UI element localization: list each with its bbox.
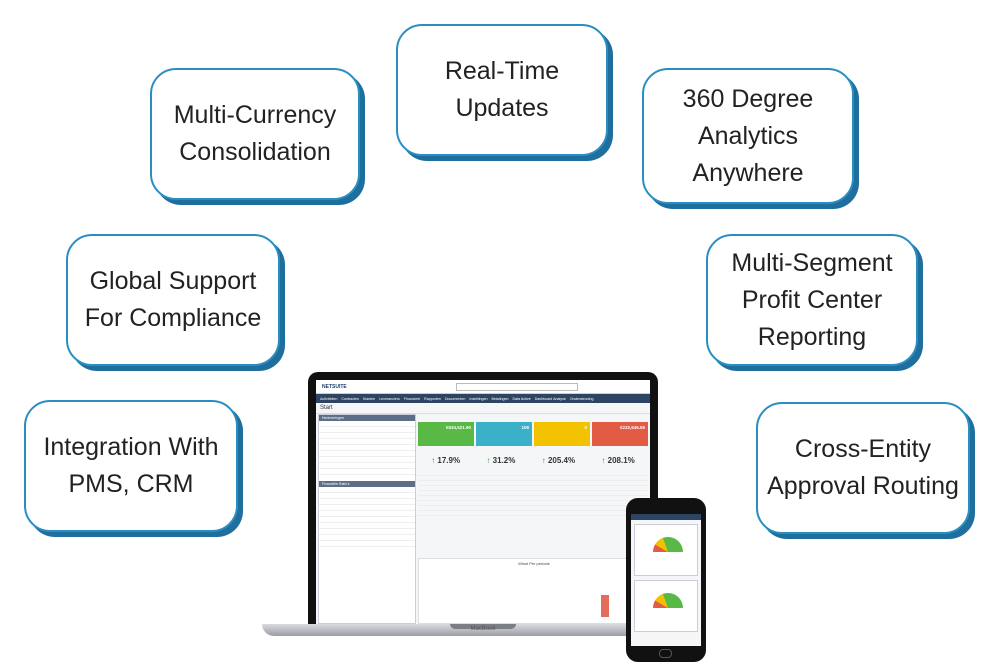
- table-row: [418, 501, 648, 506]
- app-header: NETSUITE: [316, 380, 650, 394]
- arrow-up-icon: ↑: [486, 456, 491, 465]
- nav-item: Data Active: [512, 396, 531, 401]
- phone-app-bar: [631, 514, 701, 520]
- feature-multi-segment: Multi-Segment Profit Center Reporting: [706, 234, 918, 366]
- arrow-up-icon: ↑: [431, 456, 436, 465]
- feature-real-time-text: Real-Time Updates: [444, 57, 560, 122]
- table-row: [418, 486, 648, 491]
- list-item: [319, 487, 415, 493]
- table-row: [418, 476, 648, 481]
- laptop-base: [262, 624, 704, 636]
- trend-chart: Winst Per periode: [418, 558, 650, 624]
- list-item: [319, 427, 415, 433]
- list-item: [319, 529, 415, 535]
- list-item: [319, 517, 415, 523]
- list-item: [319, 433, 415, 439]
- main-panel: €534,521.90 108 0 €232,646.55 ↑ 17.9% ↑ …: [418, 414, 650, 624]
- nav-item: Instellingen: [469, 396, 488, 401]
- tile-red: €232,646.55: [592, 422, 648, 446]
- list-item: [319, 493, 415, 499]
- chart-bar: [601, 595, 609, 617]
- kpi-value: ↑ 31.2%: [486, 456, 515, 465]
- table-row: [418, 491, 648, 496]
- table-row: [418, 481, 648, 486]
- laptop-screen: NETSUITE Activiteiten Contracten Klanten…: [308, 372, 658, 630]
- list-item: [319, 541, 415, 547]
- kpi-tiles: €534,521.90 108 0 €232,646.55: [418, 422, 648, 446]
- left-panel: Herinneringen Financiële Ratio's: [318, 414, 416, 624]
- list-item: [319, 499, 415, 505]
- data-table: [418, 471, 648, 516]
- list-item: [319, 445, 415, 451]
- list-item: [319, 505, 415, 511]
- nav-item: Betalingen: [491, 396, 509, 401]
- list-item: [319, 511, 415, 517]
- gauge-icon: [653, 537, 683, 552]
- list-item: [319, 439, 415, 445]
- tile-blue: 108: [476, 422, 532, 446]
- phone-device: [626, 498, 706, 662]
- list-item: [319, 463, 415, 469]
- nav-item: Leveranciers: [379, 396, 400, 401]
- feature-approval-text: Cross-Entity Approval Routing: [767, 435, 959, 500]
- table-row: [418, 511, 648, 516]
- feature-multi-currency-text: Multi-Currency Consolidation: [173, 101, 337, 166]
- nav-item: Ondersteuning: [569, 396, 594, 401]
- nav-item: Contracten: [341, 396, 359, 401]
- feature-analytics: 360 Degree Analytics Anywhere: [642, 68, 854, 204]
- feature-integration-text: Integration With PMS, CRM: [43, 433, 219, 498]
- list-item: [319, 451, 415, 457]
- laptop-notch: [450, 624, 516, 629]
- feature-integration: Integration With PMS, CRM: [24, 400, 238, 532]
- list-item: [319, 523, 415, 529]
- nav-bar: Activiteiten Contracten Klanten Leveranc…: [316, 394, 650, 403]
- nav-item: Financieel: [403, 396, 421, 401]
- phone-screen: [631, 514, 701, 646]
- kpi-text: 17.9%: [437, 456, 461, 465]
- kpi-row: ↑ 17.9% ↑ 31.2% ↑ 205.4% ↑ 208.1%: [418, 456, 648, 465]
- page-title: Start: [316, 403, 650, 414]
- nav-item: Documenten: [444, 396, 466, 401]
- laptop-brand: MacBook: [470, 626, 496, 632]
- list-item: [319, 469, 415, 475]
- nav-item: Dashboard Analyse: [534, 396, 566, 401]
- kpi-value: ↑ 17.9%: [431, 456, 460, 465]
- list-item: [319, 535, 415, 541]
- laptop-device: NETSUITE Activiteiten Contracten Klanten…: [262, 372, 704, 637]
- home-button: [659, 649, 672, 658]
- kpi-value: ↑ 205.4%: [542, 456, 575, 465]
- reminders-header: Herinneringen: [319, 415, 415, 421]
- kpi-text: 31.2%: [492, 456, 516, 465]
- feature-approval: Cross-Entity Approval Routing: [756, 402, 970, 534]
- feature-compliance: Global Support For Compliance: [66, 234, 280, 366]
- tile-yellow: 0: [534, 422, 590, 446]
- arrow-up-icon: ↑: [601, 456, 606, 465]
- nav-item: Activiteiten: [320, 396, 338, 401]
- table-row: [418, 496, 648, 501]
- gauge-card: [634, 524, 698, 576]
- feature-multi-currency: Multi-Currency Consolidation: [150, 68, 360, 200]
- nav-item: Rapporten: [424, 396, 441, 401]
- ratios-header: Financiële Ratio's: [319, 481, 415, 487]
- table-row: [418, 506, 648, 511]
- kpi-text: 208.1%: [607, 456, 635, 465]
- arrow-up-icon: ↑: [541, 456, 546, 465]
- feature-real-time: Real-Time Updates: [396, 24, 608, 156]
- nav-item: Klanten: [362, 396, 376, 401]
- chart-title: Winst Per periode: [518, 561, 550, 566]
- kpi-value: ↑ 208.1%: [601, 456, 634, 465]
- kpi-text: 205.4%: [547, 456, 576, 465]
- feature-multi-segment-text: Multi-Segment Profit Center Reporting: [731, 248, 893, 351]
- app-logo: NETSUITE: [322, 383, 347, 390]
- feature-analytics-text: 360 Degree Analytics Anywhere: [682, 84, 814, 187]
- dashboard-screenshot: NETSUITE Activiteiten Contracten Klanten…: [316, 380, 650, 624]
- gauge-card: [634, 580, 698, 632]
- search-input: [456, 382, 578, 391]
- feature-compliance-text: Global Support For Compliance: [84, 267, 262, 332]
- table-row: [418, 471, 648, 476]
- tile-green: €534,521.90: [418, 422, 474, 446]
- list-item: [319, 421, 415, 427]
- gauge-icon: [653, 593, 683, 608]
- list-item: [319, 457, 415, 463]
